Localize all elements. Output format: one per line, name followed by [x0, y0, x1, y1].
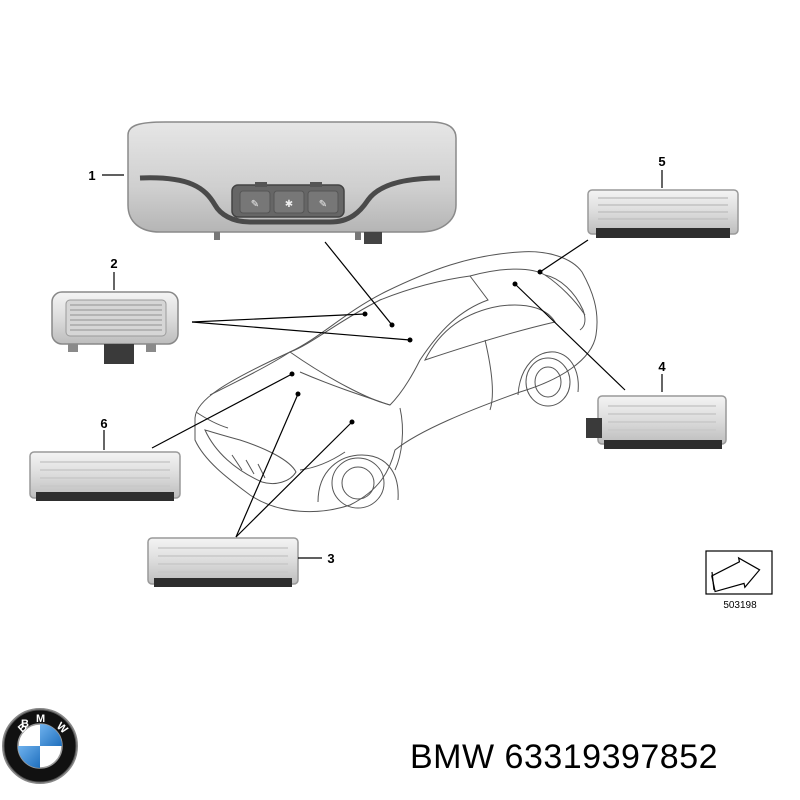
car-outline: [194, 251, 598, 512]
leader-lines: [102, 170, 663, 559]
part-1-overhead-console: ✎ ✱ ✎: [127, 121, 457, 244]
svg-text:✎: ✎: [319, 199, 327, 210]
reference-box: [705, 550, 773, 595]
part-5-interior-lamp: [587, 189, 739, 238]
svg-text:✱: ✱: [285, 199, 293, 210]
callout-4: 4: [658, 359, 666, 374]
callout-2: 2: [110, 256, 117, 271]
part-2-interior-lamp: [51, 291, 179, 364]
callout-5: 5: [658, 154, 665, 169]
part-6-interior-lamp: [29, 451, 181, 501]
callout-3: 3: [327, 551, 334, 566]
part-number-caption: BMW 63319397852: [410, 738, 719, 776]
reference-number: 503198: [723, 600, 757, 611]
svg-text:M: M: [36, 713, 45, 725]
callout-1: 1: [88, 168, 95, 183]
bmw-logo: B B M W: [2, 708, 78, 784]
part-3-interior-lamp: [147, 537, 299, 587]
part-4-interior-lamp: [586, 395, 727, 449]
callout-6: 6: [100, 416, 107, 431]
svg-text:B: B: [21, 718, 29, 730]
svg-text:✎: ✎: [251, 199, 259, 210]
